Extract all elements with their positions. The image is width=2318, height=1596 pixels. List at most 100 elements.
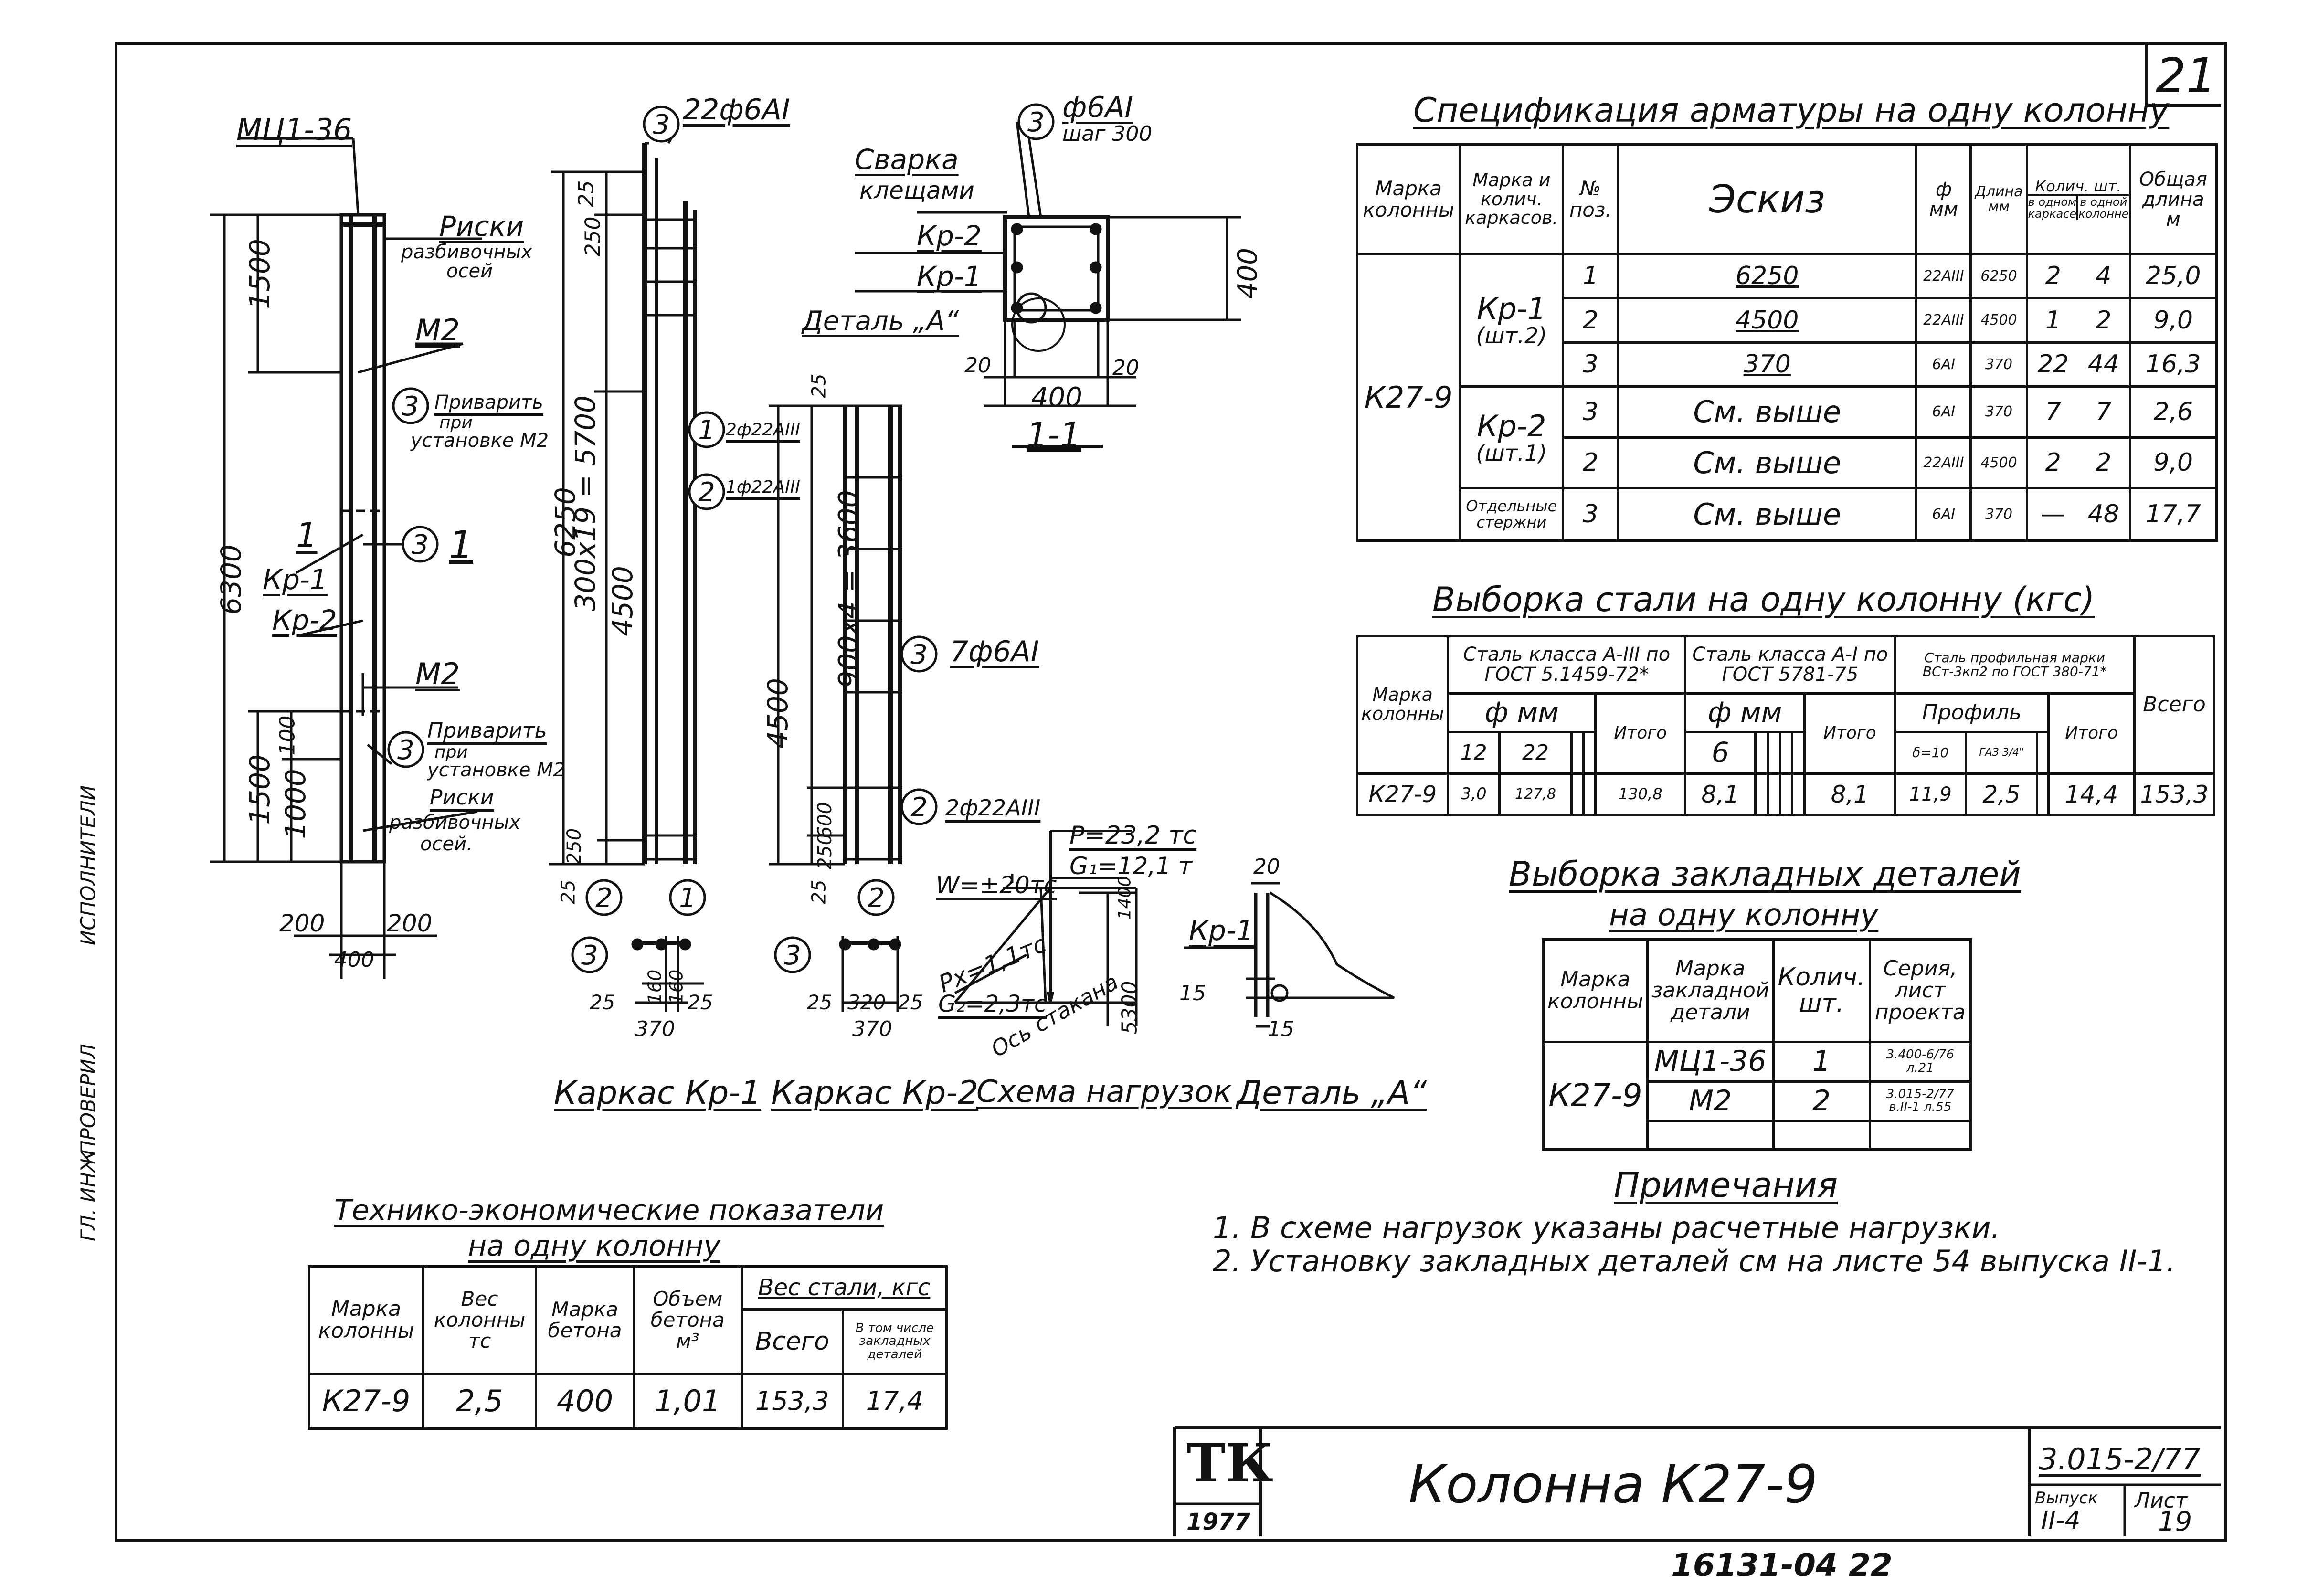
spec-q1: 2 [2045, 262, 2061, 291]
col-privarit1b: при [439, 413, 473, 433]
steel-it3: 14,4 [2047, 772, 2136, 817]
sec-d400h: 400 [1031, 382, 1082, 413]
steel-empty [1582, 772, 1597, 817]
steel-v6: 8,1 [1684, 772, 1757, 817]
sec-d400v: 400 [1232, 248, 1263, 299]
spec-len: 4500 [1969, 297, 2028, 344]
steel-empty [2036, 730, 2050, 775]
load-d1400: 1400 [1115, 876, 1135, 920]
col-riski1b: разбивочных [401, 241, 532, 263]
tech-h-steel-emb: В том числе закладных деталей [841, 1308, 948, 1375]
spec-pos: 3 [1562, 385, 1619, 439]
spec-q2: 44 [2087, 350, 2119, 379]
col-mark-top: МЦ1-36 [236, 112, 352, 147]
steel-empty [1582, 730, 1597, 775]
kp1-b25b: 25 [688, 991, 713, 1014]
spec-len: 4500 [1969, 436, 2028, 490]
sec-svarka2: клещами [859, 177, 974, 204]
kp1-d25b: 25 [557, 879, 580, 904]
spec-total: 16,3 [2128, 341, 2218, 388]
note-2: 2. Установку закладных деталей см на лис… [1213, 1244, 2176, 1279]
spec-sketch: 6250 [1617, 253, 1918, 300]
spec-dia: 6АI [1915, 341, 1972, 388]
kp1-b25a: 25 [590, 991, 615, 1014]
circ-label: 3 [402, 391, 419, 422]
circ-label: 1 [679, 883, 696, 914]
load-p: Р=23,2 тс [1069, 821, 1197, 850]
kp2-b320: 320 [847, 991, 886, 1014]
spec-sketch: 370 [1617, 341, 1918, 388]
embed-series: 3.400-6/76 л.21 [1868, 1041, 1972, 1083]
spec-pos: 2 [1562, 297, 1619, 344]
notes-title: Примечания [1614, 1165, 1838, 1205]
spec-dia: 22АIII [1915, 253, 1972, 300]
kp1-top-label: 22ф6АI [683, 93, 790, 127]
col-d100: 100 [275, 715, 300, 756]
spec-frame-2-name: Кр-2 [1477, 408, 1546, 444]
steel-d22: 22 [1498, 730, 1573, 775]
spec-h-pos: № поз. [1562, 143, 1619, 255]
embed-table: Марка колонны Марка закладной детали Кол… [1542, 938, 1972, 1151]
spec-q1: 7 [2045, 397, 2061, 426]
embed-h-emb: Марка закладной детали [1646, 938, 1775, 1043]
sec-svarka: Сварка [855, 143, 959, 176]
spec-frame-3-qty: стержни [1476, 513, 1547, 531]
spec-pos: 2 [1562, 436, 1619, 490]
kp2-b25b: 25 [898, 991, 923, 1014]
sec-d20b: 20 [1112, 356, 1139, 380]
col-kp2: Кр-2 [272, 604, 337, 636]
spec-total: 9,0 [2128, 436, 2218, 490]
circ-label: 3 [1027, 107, 1045, 138]
col-privarit2: Приварить [427, 719, 547, 743]
stamp-logo: ТК [1186, 1432, 1273, 1494]
steel-d6: 6 [1684, 730, 1757, 775]
embed-emb: М2 [1646, 1080, 1775, 1122]
spec-dia: 22АIII [1915, 436, 1972, 490]
steel-row-mark: К27-9 [1355, 772, 1450, 817]
spec-sketch: См. выше [1617, 436, 1918, 490]
column-outline [339, 213, 386, 864]
spec-q1: 22 [2037, 350, 2069, 379]
col-riski2b: разбивочных [389, 812, 520, 834]
steel-all: 153,3 [2133, 772, 2215, 817]
bottom-code: 16131-04 22 [1671, 1547, 1893, 1584]
col-d200a: 200 [279, 909, 325, 937]
spec-col-mark: К27-9 [1355, 253, 1461, 542]
kp2-b370: 370 [852, 1017, 892, 1041]
steel-vsego-h: Всего [2133, 635, 2215, 775]
spec-pos: 1 [1562, 253, 1619, 300]
steel-empty [1791, 772, 1806, 817]
steel-d12: 12 [1447, 730, 1501, 775]
sec-top-label: ф6АI [1062, 91, 1133, 124]
sheet-number-box [2145, 42, 2221, 107]
steel-itogo1: Итого [1594, 692, 1687, 775]
steel-itogo2: Итого [1803, 692, 1896, 775]
load-w: W=±20тс [936, 871, 1057, 899]
load-g1: G₁=12,1 т [1069, 852, 1193, 880]
circ-label: 2 [595, 883, 613, 914]
kp2-caption: Каркас Кр-2 [771, 1074, 979, 1112]
sheet-frame [115, 42, 2227, 1542]
kp2-l2: 2ф22АIII [945, 795, 1041, 821]
spec-pos: 3 [1562, 487, 1619, 542]
kp1-d4500: 4500 [606, 566, 639, 636]
spec-total: 25,0 [2128, 253, 2218, 300]
steel-itogo3: Итого [2047, 692, 2136, 775]
steel-g1: Сталь класса А-III по ГОСТ 5.1459-72* [1447, 635, 1687, 695]
tech-h-concrete: Марка бетона [535, 1265, 635, 1375]
col-d6300: 6300 [214, 544, 247, 615]
col-privarit1c: установке М2 [411, 430, 549, 452]
col-sec1: 1 [296, 516, 318, 555]
spec-q1: 1 [2045, 306, 2061, 335]
stamp-sheet: 19 [2158, 1506, 2192, 1537]
spec-h-mark: Марка колонны [1355, 143, 1461, 255]
circ-label: 2 [910, 792, 928, 823]
spec-q1: 2 [2045, 448, 2061, 477]
stamp-code: 3.015-2/77 [2039, 1442, 2201, 1477]
spec-frame-1-qty: (шт.2) [1476, 323, 1547, 349]
tech-row-steel-all: 153,3 [740, 1373, 844, 1430]
col-privarit2c: установке М2 [427, 759, 566, 781]
kp2-d250: 250 [814, 833, 836, 870]
